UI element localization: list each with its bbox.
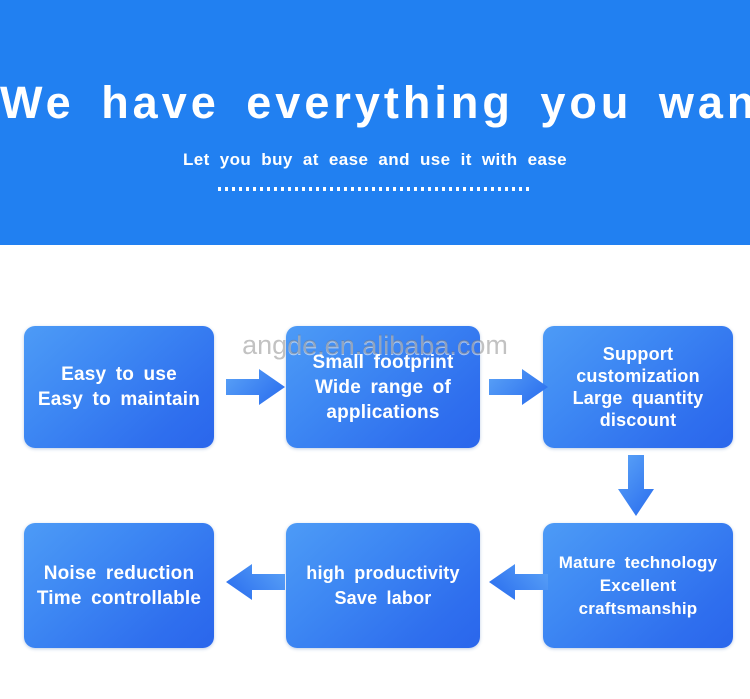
flow-node-support-line-4: discount [599, 410, 677, 430]
flow-node-productivity: high productivity Save labor [286, 523, 480, 648]
flow-node-noise-line-1: Noise reduction [43, 562, 195, 584]
arrow-left-icon [226, 561, 286, 603]
arrow-down-icon [615, 455, 657, 517]
flow-node-mature-line-2: Excellent [599, 576, 677, 595]
flow-node-footprint: Small footprint Wide range of applicatio… [286, 326, 480, 448]
dotted-divider [218, 187, 532, 191]
flow-node-footprint-line-1: Small footprint [312, 351, 454, 373]
flow-node-support-text: Support customization Large quantity dis… [549, 343, 727, 431]
flow-node-mature: Mature technology Excellent craftsmanshi… [543, 523, 733, 648]
flow-node-footprint-text: Small footprint Wide range of applicatio… [292, 350, 474, 425]
arrow-right-icon [226, 366, 286, 408]
flow-node-mature-line-3: craftsmanship [578, 599, 698, 618]
flow-node-easy: Easy to use Easy to maintain [24, 326, 214, 448]
flow-node-productivity-text: high productivity Save labor [292, 561, 474, 611]
flow-node-support: Support customization Large quantity dis… [543, 326, 733, 448]
flow-node-mature-text: Mature technology Excellent craftsmanshi… [549, 551, 727, 620]
flow-node-noise-line-2: Time controllable [36, 587, 202, 609]
page-title: We have everything you want [0, 77, 750, 128]
flow-node-easy-line-1: Easy to use [61, 364, 177, 385]
page-subtitle: Let you buy at ease and use it with ease [182, 150, 568, 169]
process-flow-diagram: Easy to use Easy to maintain Small footp… [0, 245, 750, 699]
flow-node-mature-line-1: Mature technology [558, 553, 718, 572]
arrow-left-icon [489, 561, 549, 603]
flow-node-support-line-2: customization [576, 366, 700, 386]
header-banner: We have everything you want Let you buy … [0, 0, 750, 245]
flow-node-footprint-line-2: Wide range of [314, 376, 452, 398]
flow-node-productivity-line-2: Save labor [334, 587, 432, 608]
flow-node-support-line-3: Large quantity [572, 388, 704, 408]
flow-node-easy-line-2: Easy to maintain [37, 389, 201, 410]
flow-node-support-line-1: Support [602, 344, 674, 364]
flow-node-noise-text: Noise reduction Time controllable [30, 561, 208, 611]
flow-node-productivity-line-1: high productivity [306, 562, 460, 583]
flow-node-footprint-line-3: applications [326, 401, 440, 423]
flow-node-noise: Noise reduction Time controllable [24, 523, 214, 648]
flow-node-easy-text: Easy to use Easy to maintain [30, 362, 208, 412]
arrow-right-icon [489, 366, 549, 408]
